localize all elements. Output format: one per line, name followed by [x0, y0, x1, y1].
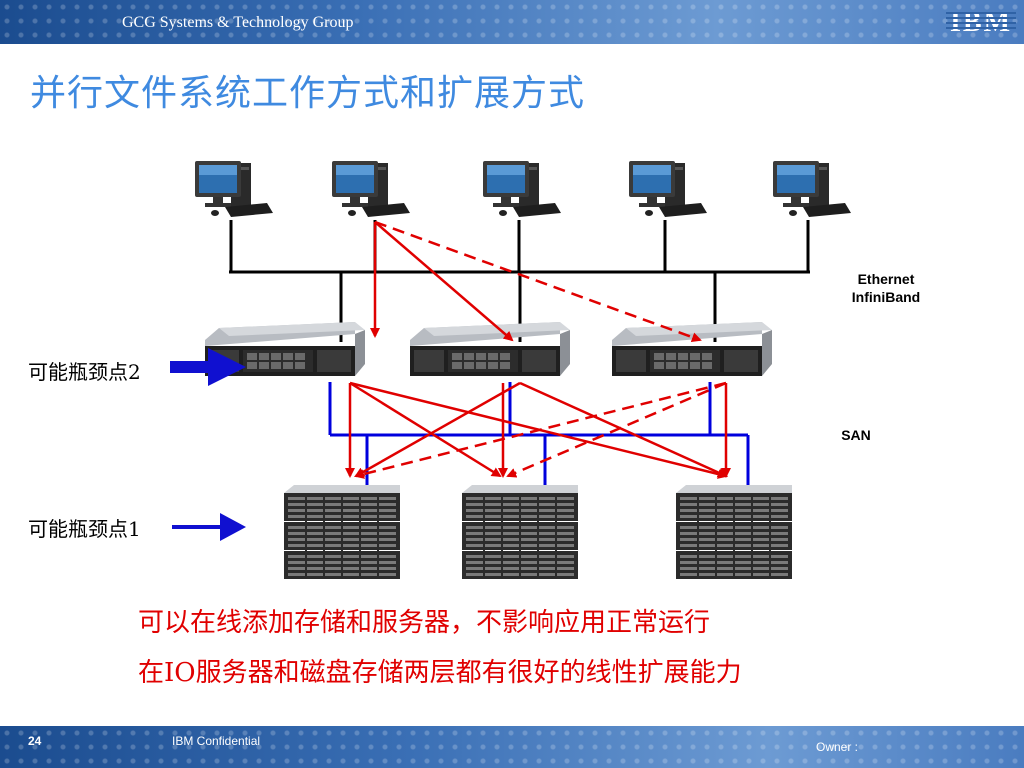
- san-label: SAN: [841, 427, 871, 443]
- note-line-1: 可以在线添加存储和服务器，不影响应用正常运行: [138, 608, 711, 638]
- client-io-arrows: [370, 220, 702, 342]
- workstation-2: [332, 161, 410, 217]
- footer-bar: 24 IBM Confidential Owner :: [0, 726, 1024, 768]
- workstation-3: [483, 161, 561, 217]
- bottleneck-1-arrow: [172, 513, 246, 541]
- workstation-1: [195, 161, 273, 217]
- note-line-2: 在IO服务器和磁盘存储两层都有很好的线性扩展能力: [138, 658, 742, 688]
- slide-title: 并行文件系统工作方式和扩展方式: [30, 73, 586, 114]
- io-server-2: [410, 322, 570, 376]
- confidential-label: IBM Confidential: [172, 734, 261, 748]
- storage-array-3: [675, 484, 793, 580]
- storage-io-arrows: [345, 381, 731, 479]
- infiniband-label: InfiniBand: [851, 289, 921, 305]
- header-bar: GCG Systems & Technology Group IBM: [0, 0, 1024, 44]
- workstation-5: [773, 161, 851, 217]
- header-pattern: [0, 0, 1024, 44]
- storage-array-2: [461, 484, 579, 580]
- network-label: Ethernet InfiniBand: [836, 270, 936, 306]
- company-name: GCG Systems & Technology Group: [122, 14, 354, 31]
- bottleneck-1-label: 可能瓶颈点1: [28, 517, 141, 541]
- footer-pattern: [0, 726, 1024, 768]
- san-network: [328, 382, 750, 485]
- bottleneck-2-label: 可能瓶颈点2: [28, 360, 141, 384]
- workstation-4: [629, 161, 707, 217]
- io-server-3: [612, 322, 772, 376]
- storage-array-1: [283, 484, 401, 580]
- bottleneck-2-arrow: [170, 348, 246, 386]
- ethernet-network: [229, 220, 810, 342]
- ethernet-label: Ethernet: [857, 271, 915, 287]
- page-number: 24: [28, 734, 42, 748]
- owner-label: Owner :: [816, 740, 859, 754]
- ibm-logo: IBM: [946, 7, 1016, 37]
